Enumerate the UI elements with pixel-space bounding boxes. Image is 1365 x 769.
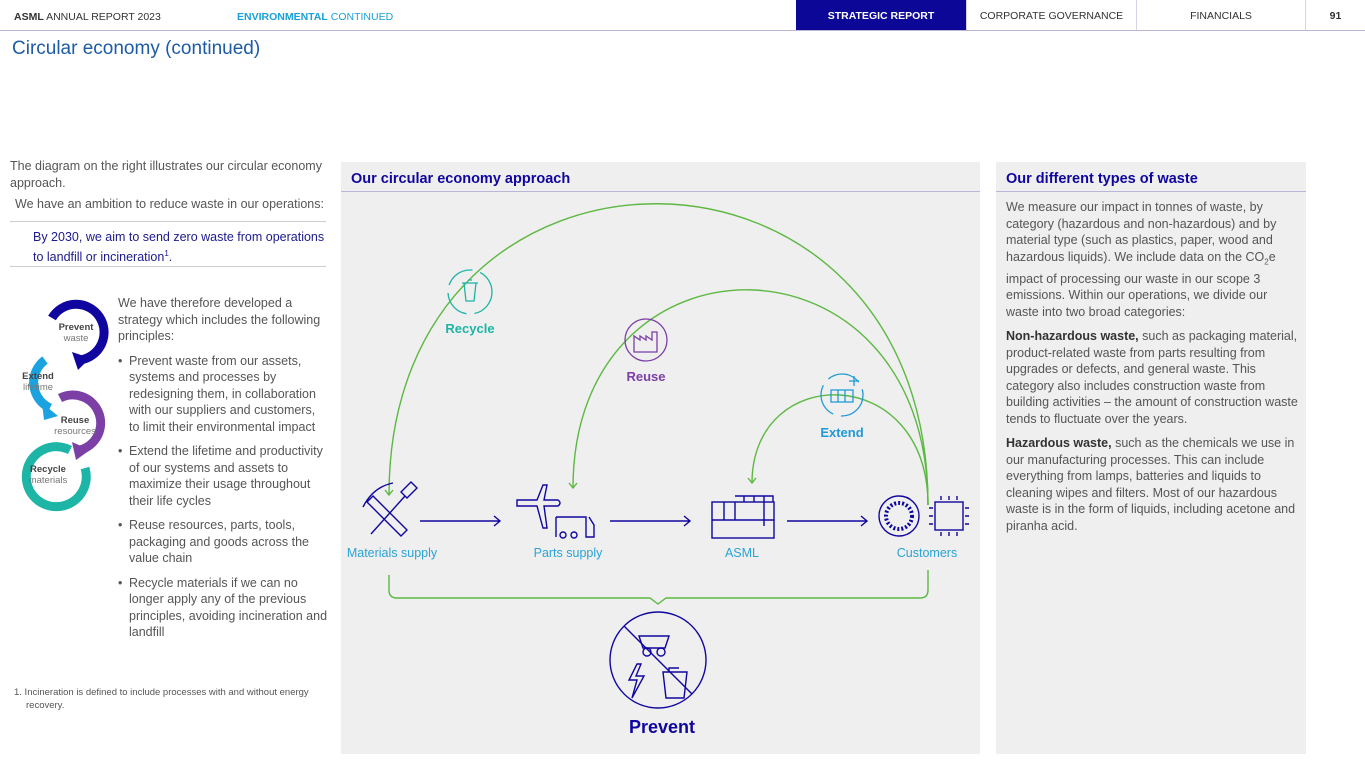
arrowhead xyxy=(72,442,90,460)
tab-strategic-report[interactable]: STRATEGIC REPORT xyxy=(796,0,966,30)
cycle-label: Recycle xyxy=(30,464,66,475)
panel-divider xyxy=(341,191,980,192)
list-item: Recycle materials if we can no longer ap… xyxy=(118,575,328,641)
text: such as the chemicals we use in our manu… xyxy=(1006,436,1296,533)
circular-economy-diagram: Recycle Reuse Extend Materials supply Pa… xyxy=(347,203,969,737)
waste-intro: We measure our impact in tonnes of waste… xyxy=(1006,199,1301,320)
footnote: 1. Incineration is defined to include pr… xyxy=(14,687,309,711)
asml-machine-icon xyxy=(711,495,775,539)
footnote-ref: 1 xyxy=(164,248,169,258)
arrowhead xyxy=(42,403,58,420)
report-name: ASML ANNUAL REPORT 2023 xyxy=(14,11,161,23)
cycle-label: Reuse xyxy=(61,415,90,426)
arrow-right-icon xyxy=(610,515,692,527)
wafer-chip-icon xyxy=(878,495,969,537)
recycle-arc xyxy=(21,442,91,512)
term: Non-hazardous waste, xyxy=(1006,329,1139,343)
cycle-sublabel: resources xyxy=(54,426,96,437)
principles-list: Prevent waste from our assets, systems a… xyxy=(118,353,328,641)
prevent-icon xyxy=(609,611,707,709)
cycle-sublabel: materials xyxy=(29,475,68,486)
section-name: ENVIRONMENTAL CONTINUED xyxy=(237,11,393,23)
recycle-label: Recycle xyxy=(445,321,494,336)
waste-types-panel: Our different types of waste We measure … xyxy=(996,162,1306,754)
brand: ASML xyxy=(14,11,44,23)
cycle-sublabel: lifetime xyxy=(23,382,53,393)
loop-arrowheads xyxy=(384,477,757,497)
top-header: ASML ANNUAL REPORT 2023 ENVIRONMENTAL CO… xyxy=(0,0,1365,31)
stage-label: Materials supply xyxy=(347,546,438,560)
prevent-bracket xyxy=(388,570,929,605)
pickaxe-shovel-icon xyxy=(362,481,418,537)
panel-divider xyxy=(996,191,1306,192)
cycle-label: Prevent xyxy=(59,322,95,333)
divider xyxy=(10,266,326,267)
non-hazardous-paragraph: Non-hazardous waste, such as packaging m… xyxy=(1006,328,1301,427)
extend-icon xyxy=(820,373,864,417)
page-number: 91 xyxy=(1305,0,1365,30)
text: We measure our impact in tonnes of waste… xyxy=(1006,200,1277,264)
strategy-text: We have therefore developed a strategy w… xyxy=(118,296,321,343)
prevent-label: Prevent xyxy=(629,717,695,737)
arrow-right-icon xyxy=(420,515,502,527)
text: such as packaging material, product-rela… xyxy=(1006,329,1298,426)
list-item: Extend the lifetime and productivity of … xyxy=(118,443,328,509)
divider xyxy=(10,221,326,222)
recycle-loop xyxy=(388,203,929,506)
tab-corporate-governance[interactable]: CORPORATE GOVERNANCE xyxy=(966,0,1136,30)
goal-end: . xyxy=(168,249,173,264)
list-item: Reuse resources, parts, tools, packaging… xyxy=(118,517,328,567)
cycle-sublabel: waste xyxy=(63,333,89,344)
intro-text: The diagram on the right illustrates our… xyxy=(10,159,322,190)
text: e impact of processing our waste in our … xyxy=(1006,249,1276,319)
page-title: Circular economy (continued) xyxy=(12,38,261,59)
circular-economy-panel: Our circular economy approach Recycle Re… xyxy=(341,162,980,754)
hazardous-paragraph: Hazardous waste, such as the chemicals w… xyxy=(1006,435,1301,534)
reuse-arc xyxy=(57,390,106,455)
stage-label: Parts supply xyxy=(534,546,604,560)
report-label: ANNUAL REPORT 2023 xyxy=(46,11,161,23)
extend-loop xyxy=(751,394,929,506)
waste-text: We measure our impact in tonnes of waste… xyxy=(1006,199,1301,542)
panel-title: Our different types of waste xyxy=(1006,171,1198,187)
plane-truck-icon xyxy=(516,484,595,539)
goal-text: By 2030, we aim to send zero waste from … xyxy=(33,229,328,265)
extend-label: Extend xyxy=(820,425,863,440)
arrowhead xyxy=(72,352,90,370)
extend-arc xyxy=(29,356,53,413)
cycle-label: Extend xyxy=(22,371,54,382)
term: Hazardous waste, xyxy=(1006,436,1112,450)
waste-hierarchy-graphic: Prevent waste Extend lifetime Reuse reso… xyxy=(21,299,109,512)
goal-main: By 2030, we aim to send zero waste from … xyxy=(33,230,325,264)
stage-label: ASML xyxy=(725,546,759,560)
strategy-block: We have therefore developed a strategy w… xyxy=(118,295,328,649)
prevent-arc xyxy=(48,299,109,365)
panel-title: Our circular economy approach xyxy=(351,171,571,187)
section-suffix: CONTINUED xyxy=(330,11,394,23)
section-bold: ENVIRONMENTAL xyxy=(237,11,328,23)
recycle-icon xyxy=(447,269,493,315)
reuse-icon xyxy=(624,318,668,362)
ambition-text: We have an ambition to reduce waste in o… xyxy=(15,197,324,211)
list-item: Prevent waste from our assets, systems a… xyxy=(118,353,328,436)
reuse-loop xyxy=(572,289,929,506)
arrow-right-icon xyxy=(787,515,869,527)
tab-financials[interactable]: FINANCIALS xyxy=(1136,0,1305,30)
reuse-label: Reuse xyxy=(626,369,665,384)
subscript: 2 xyxy=(1264,257,1269,266)
stage-label: Customers xyxy=(897,546,957,560)
